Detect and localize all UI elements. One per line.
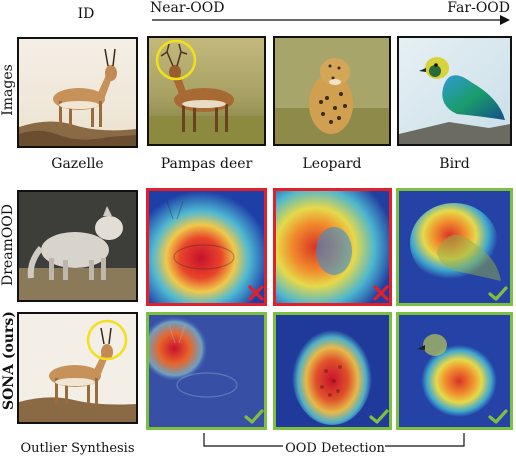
check-icon [244,409,264,424]
outlier-synthesis-label: Outlier Synthesis [20,441,135,456]
ood-detection-bracket [203,433,465,447]
image-pampas-deer [147,36,266,146]
row-label-sona: SONA (ours) [1,311,17,410]
caption-gazelle: Gazelle [51,156,104,172]
cross-icon [248,285,264,301]
caption-leopard: Leopard [302,156,362,172]
near-far-arrow [152,15,510,25]
heatmap-sona-pampas-deer [146,312,267,430]
image-bird [397,36,512,146]
image-gazelle [17,37,138,148]
cross-icon [373,285,389,301]
heatmap-sona-bird [396,312,513,430]
caption-bird: Bird [439,156,470,172]
far-ood-header: Far-OOD [447,0,510,16]
near-ood-header: Near-OOD [150,0,225,16]
heatmap-sona-leopard [273,312,392,430]
check-icon [488,286,508,301]
dreamood-synthesized-outlier [17,190,138,302]
check-icon [488,409,508,424]
id-header: ID [77,6,95,22]
heatmap-dreamood-leopard [273,188,392,306]
sona-synthesized-outlier [17,312,138,424]
row-label-dreamood: DreamOOD [0,203,16,286]
row-label-images: Images [0,64,16,116]
caption-pampas-deer: Pampas deer [160,156,253,172]
heatmap-dreamood-pampas-deer [146,188,267,306]
check-icon [369,409,389,424]
image-leopard [273,36,391,146]
ood-detection-label: OOD Detection [285,441,385,456]
heatmap-dreamood-bird [396,188,513,306]
